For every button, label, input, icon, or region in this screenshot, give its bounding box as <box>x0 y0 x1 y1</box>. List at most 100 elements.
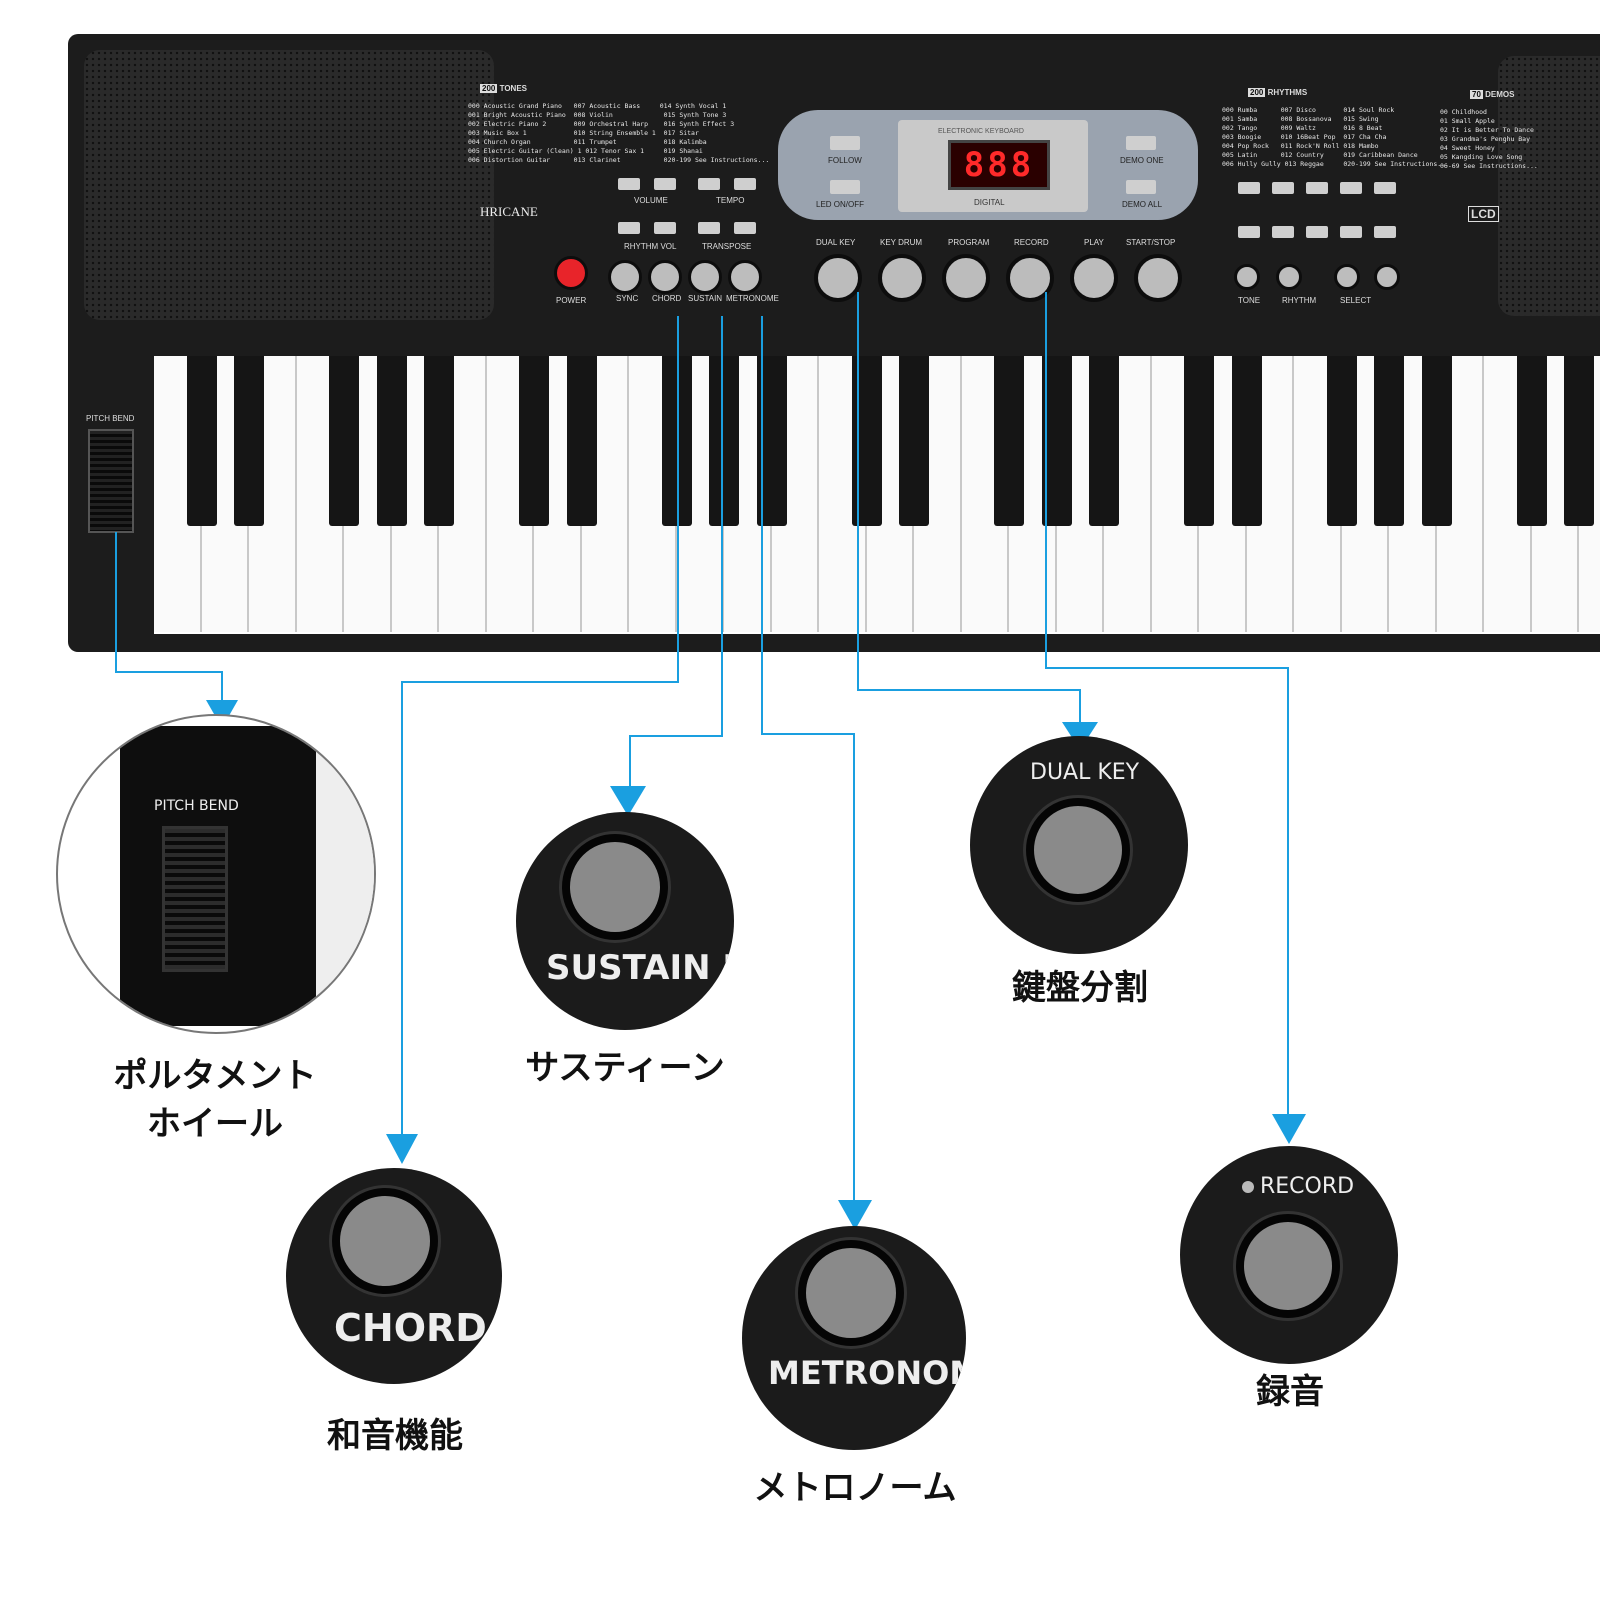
program-label: PROGRAM <box>948 238 990 247</box>
right-speaker-grille <box>1498 56 1600 316</box>
black-key[interactable] <box>1516 356 1547 526</box>
power-label: POWER <box>556 296 587 305</box>
tones-list: 000 Acoustic Grand Piano 007 Acoustic Ba… <box>468 102 770 164</box>
demo-one-button[interactable] <box>1126 136 1156 150</box>
follow-button[interactable] <box>830 136 860 150</box>
start-stop-label: START/STOP <box>1126 238 1176 247</box>
sync-label: SYNC <box>616 294 639 303</box>
play-button[interactable] <box>1070 254 1118 302</box>
rhythms-list: 000 Rumba 007 Disco 014 Soul Rock 001 Sa… <box>1222 106 1449 168</box>
power-button[interactable] <box>554 256 588 290</box>
start-stop-button[interactable] <box>1134 254 1182 302</box>
volume-down-button[interactable] <box>618 178 640 190</box>
demos-header: 70 DEMOS <box>1470 90 1515 99</box>
led-on-off-button[interactable] <box>830 180 860 194</box>
rhythm-vol-up-button[interactable] <box>654 222 676 234</box>
select-down-button[interactable] <box>1334 264 1360 290</box>
num-button[interactable] <box>1340 182 1362 194</box>
num-button[interactable] <box>1238 182 1260 194</box>
dual-key-button[interactable] <box>814 254 862 302</box>
rhythm-button[interactable] <box>1276 264 1302 290</box>
black-key[interactable] <box>899 356 929 526</box>
black-key[interactable] <box>186 356 217 526</box>
display-header: ELECTRONIC KEYBOARD <box>938 128 1024 135</box>
transpose-up-button[interactable] <box>734 222 756 234</box>
dual-key-callout-button <box>1026 798 1130 902</box>
num-button[interactable] <box>1340 226 1362 238</box>
black-key[interactable] <box>329 356 359 526</box>
tone-label: TONE <box>1238 296 1261 305</box>
black-key[interactable] <box>661 356 692 526</box>
volume-label: VOLUME <box>634 196 668 205</box>
left-speaker-grille <box>84 50 494 320</box>
piano-keys <box>154 356 1600 634</box>
tempo-label: TEMPO <box>716 196 745 205</box>
black-key[interactable] <box>851 356 882 526</box>
black-key[interactable] <box>709 356 739 526</box>
tempo-up-button[interactable] <box>734 178 756 190</box>
black-key[interactable] <box>566 356 597 526</box>
lcd-label: LCD <box>1468 206 1499 222</box>
demos-list: 00 Childhood 01 Small Apple 02 It is Bet… <box>1440 108 1538 170</box>
transpose-label: TRANSPOSE <box>702 242 752 251</box>
chord-button[interactable] <box>648 260 682 294</box>
demo-all-button[interactable] <box>1126 180 1156 194</box>
chord-callout-button <box>332 1188 438 1294</box>
num-button[interactable] <box>1306 182 1328 194</box>
black-key[interactable] <box>234 356 264 526</box>
metronome-callout-label: METRONOME <box>768 1354 966 1392</box>
record-label: RECORD <box>1014 238 1049 247</box>
tones-header: 200 TONES <box>480 84 528 93</box>
tone-button[interactable] <box>1234 264 1260 290</box>
black-key[interactable] <box>519 356 549 526</box>
record-callout-label: RECORD <box>1242 1174 1354 1199</box>
black-key[interactable] <box>1089 356 1119 526</box>
rhythm-vol-down-button[interactable] <box>618 222 640 234</box>
black-key[interactable] <box>1564 356 1594 526</box>
transpose-down-button[interactable] <box>698 222 720 234</box>
black-key[interactable] <box>1374 356 1404 526</box>
sync-button[interactable] <box>608 260 642 294</box>
black-key[interactable] <box>1326 356 1357 526</box>
black-key[interactable] <box>994 356 1024 526</box>
black-key[interactable] <box>424 356 454 526</box>
program-button[interactable] <box>942 254 990 302</box>
pitch-bend-callout: PITCH BEND <box>56 714 376 1034</box>
metronome-button[interactable] <box>728 260 762 294</box>
num-button[interactable] <box>1306 226 1328 238</box>
pitch-bend-caption: ポルタメント ホイール <box>113 1056 317 1144</box>
pitch-wheel-icon <box>162 826 228 972</box>
num-button[interactable] <box>1374 182 1396 194</box>
pitch-bend-label: PITCH BEND <box>86 414 135 423</box>
black-key[interactable] <box>1231 356 1262 526</box>
chord-label: CHORD <box>652 294 682 303</box>
rhythms-header: 200 RHYTHMS <box>1248 88 1308 97</box>
num-button[interactable] <box>1272 226 1294 238</box>
select-label: SELECT <box>1340 296 1372 305</box>
num-button[interactable] <box>1272 182 1294 194</box>
rhythm-label: RHYTHM <box>1282 296 1317 305</box>
tempo-down-button[interactable] <box>698 178 720 190</box>
black-key[interactable] <box>1184 356 1214 526</box>
sustain-button[interactable] <box>688 260 722 294</box>
volume-up-button[interactable] <box>654 178 676 190</box>
display-label: DIGITAL <box>974 198 1005 207</box>
num-button[interactable] <box>1374 226 1396 238</box>
select-up-button[interactable] <box>1374 264 1400 290</box>
dual-key-callout: DUAL KEY <box>970 736 1188 954</box>
key-drum-button[interactable] <box>878 254 926 302</box>
metronome-callout-button <box>798 1240 904 1346</box>
chord-callout: CHORD <box>286 1168 502 1384</box>
led-on-off-label: LED ON/OFF <box>816 200 865 209</box>
black-key[interactable] <box>1421 356 1452 526</box>
chord-callout-label: CHORD <box>334 1306 487 1350</box>
play-label: PLAY <box>1084 238 1104 247</box>
pitch-bend-wheel[interactable] <box>88 429 134 533</box>
record-callout-button <box>1236 1214 1340 1318</box>
key-drum-label: KEY DRUM <box>880 238 923 247</box>
metronome-label: METRONOME <box>726 294 779 303</box>
num-button[interactable] <box>1238 226 1260 238</box>
black-key[interactable] <box>376 356 407 526</box>
rhythm-vol-label: RHYTHM VOL <box>624 242 677 251</box>
